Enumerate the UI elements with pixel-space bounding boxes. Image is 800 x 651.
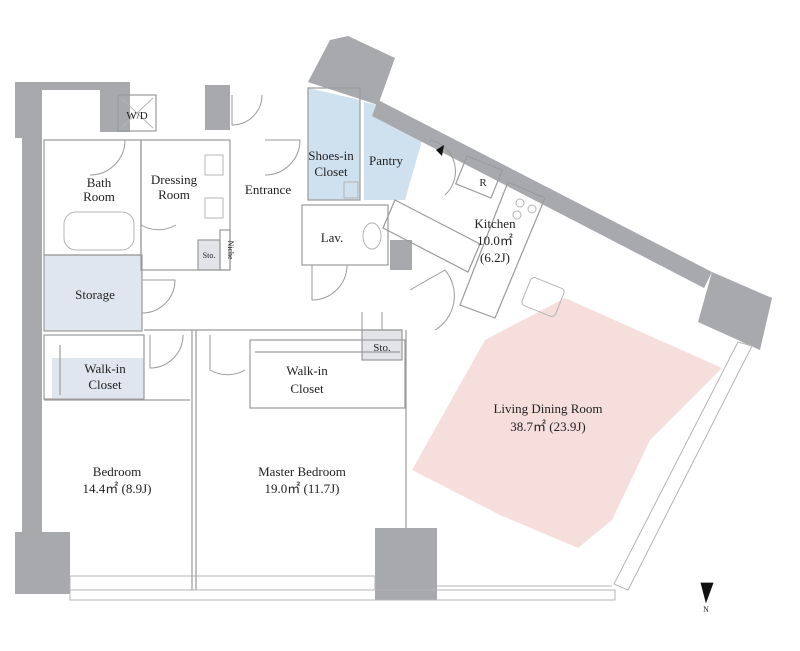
label-storage: Storage	[75, 287, 115, 302]
label-walkin-small-2: Closet	[88, 377, 122, 392]
label-master-1: Master Bedroom	[258, 464, 346, 479]
sto-master-area	[362, 330, 402, 360]
fridge-box	[454, 155, 504, 199]
north-arrow-icon	[701, 583, 713, 602]
kitchen-counter-right	[459, 181, 546, 319]
stove-burner-1	[515, 198, 525, 208]
label-fridge: R	[479, 177, 487, 189]
column-bottom-left	[15, 532, 70, 594]
stove-burner-3	[512, 210, 522, 220]
door-shoes	[264, 139, 301, 176]
door-walkin-master	[361, 312, 383, 330]
column-top-left	[100, 82, 130, 132]
label-walkin-master-1: Walk-in	[286, 363, 328, 378]
label-sto-master: Sto.	[373, 342, 391, 354]
dressing-sink-1	[204, 154, 224, 176]
wall-top-left	[15, 82, 100, 90]
kitchen-island	[382, 199, 481, 273]
label-dressing-1: Dressing	[151, 172, 198, 187]
wall-left-outer	[22, 90, 42, 540]
label-entrance: Entrance	[245, 182, 291, 197]
door-kitchen	[429, 139, 456, 196]
compass: N	[700, 582, 714, 614]
label-lav: Lav.	[321, 230, 344, 245]
north-arrow-outline-icon	[700, 582, 714, 604]
walkin-small-outline	[43, 334, 145, 400]
window-bottom	[69, 589, 616, 601]
entrance-arrow-icon	[436, 145, 444, 156]
door-storage	[141, 279, 176, 314]
door-living	[409, 269, 455, 331]
shoes-closet-area	[308, 88, 360, 200]
label-shoes-2: Closet	[314, 164, 348, 179]
shoes-shelf	[343, 181, 359, 199]
wd-cross-2	[120, 97, 154, 129]
label-bedroom-2: 14.4㎡ (8.9J)	[83, 481, 152, 496]
label-living-2: 38.7㎡ (23.9J)	[510, 419, 585, 434]
walkin-master-outline	[249, 339, 406, 409]
label-wd: W/D	[126, 110, 147, 122]
storage-outline	[43, 254, 143, 332]
compass-label: N	[703, 605, 709, 614]
label-bedroom-1: Bedroom	[93, 464, 141, 479]
dressing-sink-2	[204, 197, 224, 219]
label-bath-2: Room	[83, 189, 115, 204]
wall-entrance-bottom	[390, 240, 412, 270]
walkin-closet-small-area	[52, 358, 144, 398]
sto-dressing-area	[198, 240, 220, 270]
bathtub	[63, 211, 135, 251]
door-dressing	[140, 190, 177, 231]
label-walkin-small-1: Walk-in	[84, 361, 126, 376]
label-living-1: Living Dining Room	[493, 401, 602, 416]
label-kitchen-3: (6.2J)	[480, 250, 510, 265]
wd-box	[117, 94, 157, 132]
wall-left-bath	[15, 90, 42, 138]
lav-outline	[301, 204, 389, 266]
door-master	[209, 335, 246, 376]
window-right-diagonal	[613, 341, 753, 591]
label-walkin-master-2: Closet	[290, 381, 324, 396]
niche-box	[219, 229, 231, 271]
wall-diagonal-top	[372, 100, 712, 288]
door-bath	[89, 139, 126, 176]
label-dressing-2: Room	[158, 187, 190, 202]
label-shoes-1: Shoes-in	[308, 148, 354, 163]
column-top-mid	[205, 85, 230, 130]
label-pantry: Pantry	[369, 153, 403, 168]
storage-area	[44, 255, 142, 331]
living-dining-highlight	[412, 298, 722, 548]
shoes-outline	[307, 87, 361, 201]
label-kitchen-1: Kitchen	[474, 216, 516, 231]
label-sto-dressing: Sto.	[203, 251, 216, 260]
kitchen-sink	[521, 277, 565, 317]
label-kitchen-2: 10.0㎡	[477, 233, 513, 248]
door-bedroom	[149, 334, 184, 369]
door-entrance	[231, 94, 263, 126]
toilet	[362, 222, 382, 250]
column-right	[698, 272, 772, 350]
column-bottom-mid	[375, 528, 437, 600]
door-lav	[311, 264, 348, 301]
label-master-2: 19.0㎡ (11.7J)	[265, 481, 340, 496]
label-bath-1: Bath	[87, 175, 112, 190]
stove-burner-2	[527, 204, 537, 214]
window-bottom-inner	[69, 575, 376, 591]
label-niche: Niche	[226, 240, 235, 260]
